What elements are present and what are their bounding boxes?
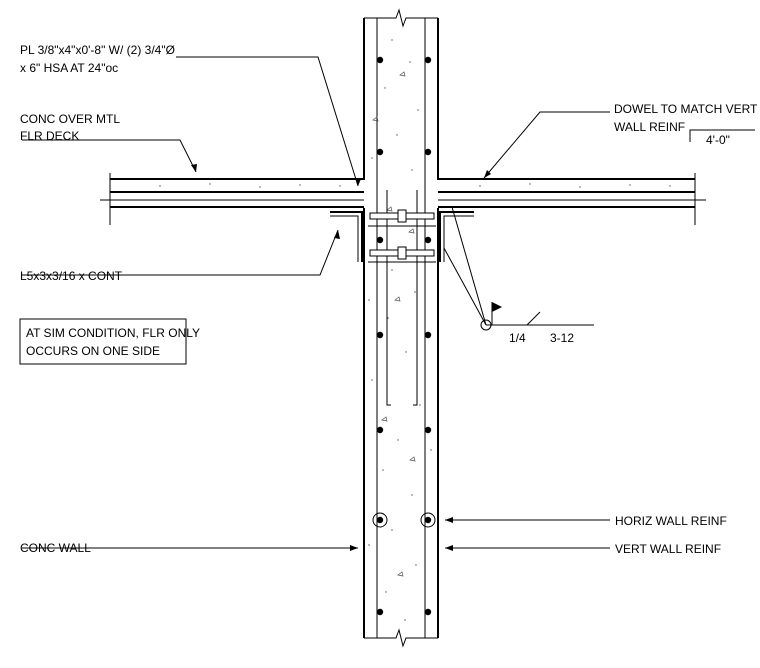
deck-label-line1: CONC OVER MTL	[20, 112, 120, 126]
floor-slab-right	[438, 173, 706, 225]
dowel-label-line2: WALL REINF	[614, 120, 685, 134]
concrete-stipple	[368, 39, 433, 621]
weld-length: 3-12	[550, 331, 574, 345]
concrete-wall	[363, 8, 439, 648]
note-line2: OCCURS ON ONE SIDE	[26, 344, 160, 358]
conc-wall-label: CONC WALL	[20, 541, 91, 555]
plate-label-line2: x 6" HSA AT 24"oc	[20, 61, 118, 75]
deck-label-line2: FLR DECK	[20, 129, 79, 143]
steel-angle-right	[439, 211, 474, 262]
dowel-label-line1: DOWEL TO MATCH VERT	[614, 102, 758, 116]
dowel-length: 4'-0"	[706, 133, 730, 147]
horiz-reinf-dots	[372, 56, 436, 616]
weld-size: 1/4	[509, 331, 526, 345]
bottom-break-line	[364, 628, 438, 648]
vert-reinf-label: VERT WALL REINF	[615, 542, 721, 556]
steel-plates	[368, 209, 436, 263]
leader-lines	[22, 56, 755, 551]
plate-label-line1: PL 3/8"x4"x0'-8" W/ (2) 3/4"Ø	[20, 43, 175, 57]
note-line1: AT SIM CONDITION, FLR ONLY	[26, 326, 200, 340]
steel-angle-left	[330, 211, 363, 262]
top-break-line	[364, 8, 438, 28]
horiz-reinf-label: HORIZ WALL REINF	[615, 514, 727, 528]
floor-slab-left	[100, 173, 364, 225]
note-box	[19, 318, 187, 365]
angle-label: L5x3x3/16 x CONT	[20, 269, 123, 283]
